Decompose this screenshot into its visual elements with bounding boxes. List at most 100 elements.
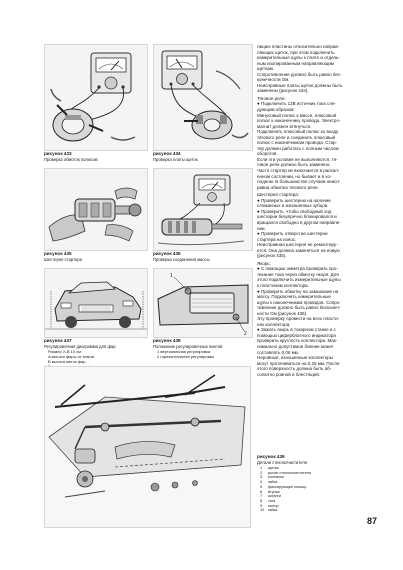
text-line: Неисправная шестерня не ремонтиру- [257, 242, 338, 248]
text-line: дующим образом: [257, 107, 295, 113]
text-line: ется. Она должна заменяться на новую [257, 247, 340, 253]
text-line: этого поверхность должна быть аб- [257, 366, 332, 372]
figure-433-label: рисунок 433 [44, 151, 72, 156]
text-line: ● Проверить отверстие шестерни [257, 231, 328, 237]
figure-438-image: 1 2 [153, 268, 253, 338]
figure-434-image [153, 44, 253, 151]
text-line: сломанных и изношенных зубцов. [257, 203, 329, 209]
text-line: вращался свободно в другом направле- [257, 219, 341, 225]
figure-435-caption: Шестерня стартера [44, 257, 82, 262]
text-line: ным изолированным направляющим [257, 60, 334, 66]
body-text-column: лицию пластины относительно направ-ляющи… [257, 44, 385, 377]
text-line: Неисправные платы щеток должны быть [257, 82, 343, 88]
text-line: проверить круглость коллектора. Мак- [257, 338, 338, 344]
text-line: щеткам. [257, 66, 274, 72]
text-line: солютно ровной и блестящей. [257, 371, 320, 377]
text-line: конечности Ом. [257, 77, 290, 83]
text-line: составлять 0,06 мм. [257, 349, 300, 355]
callout-2: 2 [244, 331, 247, 337]
text-line: симально допустимое биение может [257, 343, 334, 349]
text-line: Минусовый полюс к массе, плюсовый [257, 112, 337, 118]
text-line: Сопротивление должно быть равно бес- [257, 71, 342, 77]
multimeter-stator-illustration [50, 52, 136, 142]
text-line: говое реле должно быть заменено. [257, 162, 331, 168]
text-line: измерительные щупы к плате и отдель- [257, 55, 340, 61]
multimeter-brush-plate-illustration [161, 50, 249, 140]
figure-433-image [44, 44, 148, 151]
figure-436-image [153, 168, 253, 251]
figure-437-legend-line: Размер X-В 10 см [48, 349, 81, 354]
text-line: оборотов. [257, 151, 278, 157]
text-line: ляющих щеток, при этом подключить [257, 49, 335, 55]
text-line: тягового реле и соединить плюсовый [257, 134, 336, 140]
text-line: магнит должен втянуться. [257, 123, 312, 129]
figure-438-label: рисунок 438 [153, 338, 181, 343]
figure-439-label: рисунок 439 [257, 454, 285, 459]
text-line: Шестерня стартера: [257, 192, 300, 198]
text-line: енном состоянии, но бывает и в хо- [257, 173, 332, 179]
text-line: ности Ом (рисунок 436). [257, 310, 308, 316]
text-line: Если эти условия не выполняются, тя- [257, 156, 338, 162]
figure-437-legend-line: A высота фары от земли [48, 353, 95, 359]
headlight-aim-car-illustration [45, 281, 147, 330]
text-line: заменены (рисунок 434). [257, 88, 309, 94]
figure-438-caption: Положение регулировочных винтов [153, 344, 223, 349]
figure-434-caption: Проверка платы щеток [153, 157, 198, 162]
text-line: Неровные, изношенные коллекторы [257, 355, 333, 361]
text-line: Часто стартер не включается в раскал- [257, 168, 340, 174]
text-line: тер должен работать с полным числом [257, 145, 339, 151]
wiper-assembly-illustration [48, 374, 246, 498]
text-line: ● Проверить шестерню на наличие [257, 197, 331, 203]
figure-439-caption: Детали стеклоочистителя [257, 460, 308, 465]
text-line: полюс к наконечнику провода. Электро- [257, 118, 341, 124]
text-line: помощью циферблатного индикатора [257, 332, 336, 338]
figure-439-image [44, 366, 251, 528]
text-line: щупы к наконечникам проводов. Сопро- [257, 299, 341, 305]
figure-437-caption: Регулировочная диаграмма для фар [44, 344, 116, 349]
text-line: к пластинам коллектора. [257, 282, 309, 288]
text-line: шестерни безупречно блокировался и [257, 214, 337, 220]
text-line: (рисунок 435). [257, 253, 287, 259]
text-line: Подключить плюсовый полюс ко входу [257, 129, 339, 135]
text-line: Тяговое реле: [257, 95, 286, 101]
text-line: тивление должно быть равно бесконеч- [257, 305, 341, 311]
armature-ground-test-illustration [157, 174, 245, 246]
text-line: нии. [257, 225, 266, 231]
text-line: стартера на износ. [257, 236, 297, 242]
text-line: этого подключить измерительные щупы [257, 277, 341, 283]
figure-438-legend-line: 2 горизонтальная регулировка [157, 353, 214, 359]
figure-436-label: рисунок 436 [153, 251, 181, 256]
text-line: полюс с наконечником провода. Стар- [257, 140, 337, 146]
page-number: 87 [366, 516, 377, 526]
figure-437-legend-line: B высота меток фар [48, 358, 86, 364]
text-line: могут протачиваться на 0,25 мм. После [257, 360, 340, 366]
text-line: лицию пластины относительно направ- [257, 44, 340, 49]
text-line: лодном. В большинстве случаев неисп- [257, 179, 341, 185]
text-line: ● Зажать якорь в токарном станке и с [257, 327, 336, 333]
starter-pinion-illustration [48, 187, 142, 242]
headlight-adjust-screws-illustration: 1 2 [157, 273, 249, 337]
figure-438-legend: 1 вертикальная регулировка 2 горизонталь… [157, 349, 214, 360]
figure-437-label: рисунок 437 [44, 338, 72, 343]
text-line: ● Проверить обмотку на замыкание на [257, 288, 339, 294]
text-line: равна обмотка тягового реле. [257, 184, 319, 190]
callout-1: 1 [170, 273, 173, 279]
text-line: текание тока через обмотку якоря. Для [257, 271, 339, 277]
figure-435-image [44, 168, 148, 251]
figure-435-label: рисунок 435 [44, 251, 72, 256]
text-line: Якорь: [257, 260, 271, 266]
text-line: ● Подключить 12В источник тока сле- [257, 101, 336, 107]
text-line: ● С помощью омметра проверить про- [257, 266, 338, 272]
figure-438-legend-line: 1 вертикальная регулировка [157, 349, 211, 354]
text-line: ● Проверить, чтобы свободный ход [257, 208, 332, 214]
